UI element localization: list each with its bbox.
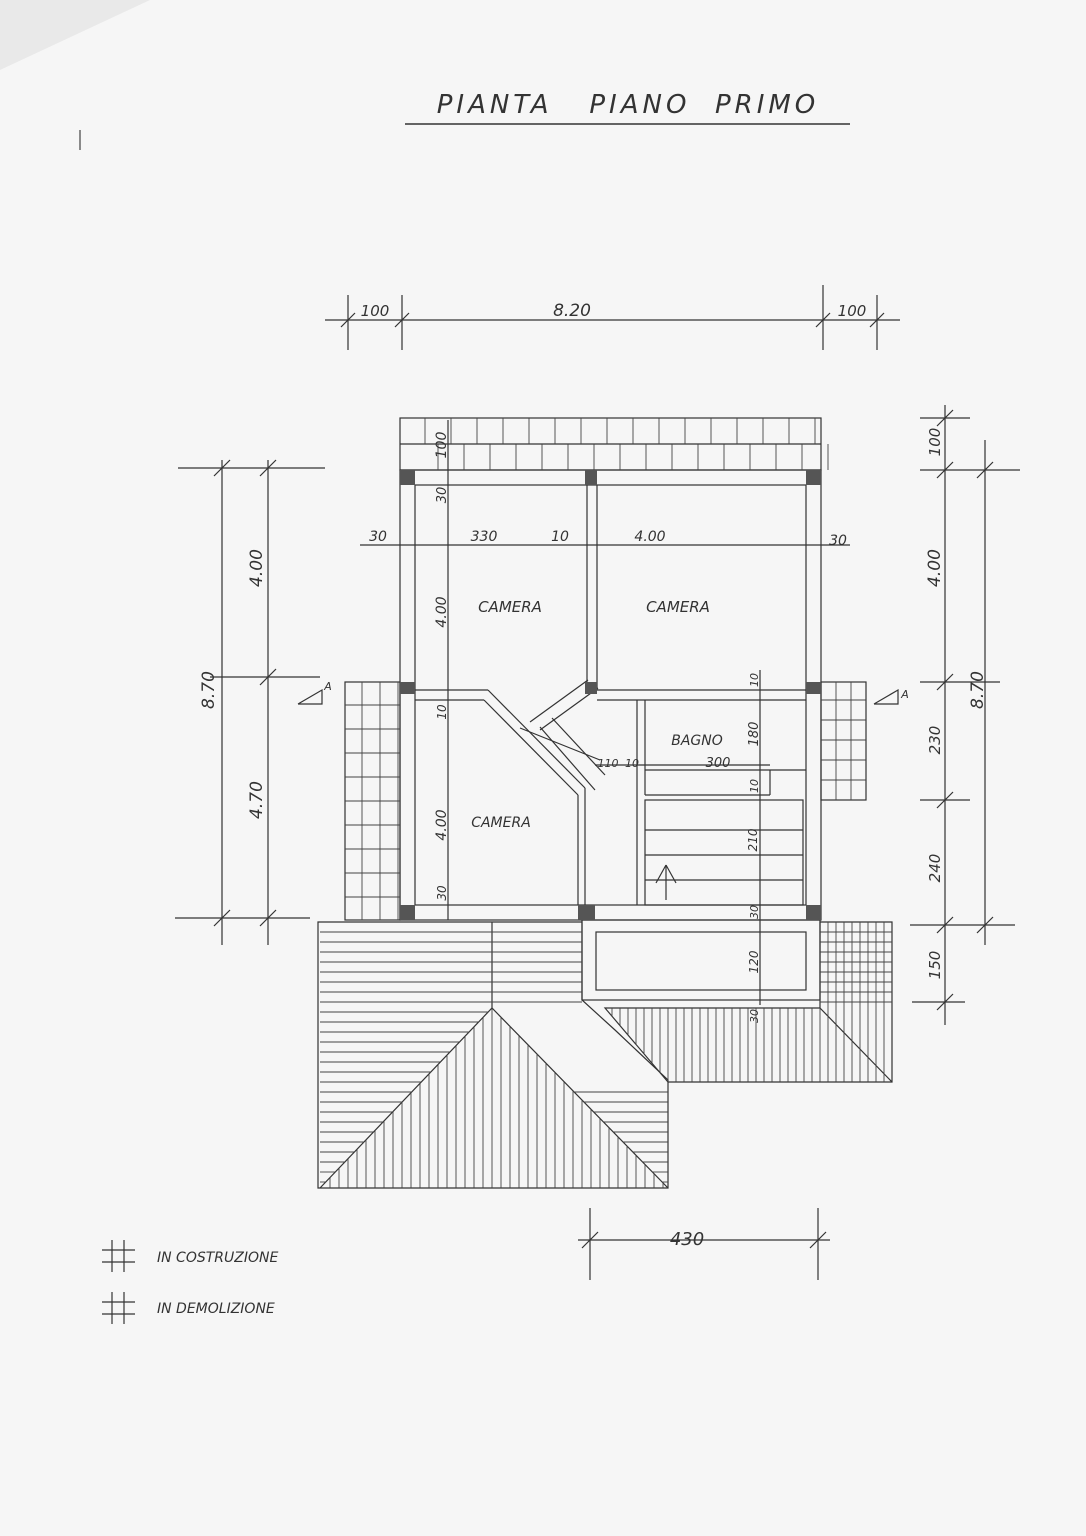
section-mark-left: A <box>323 680 332 693</box>
legend-symbol-construction <box>102 1240 135 1272</box>
inner-dimension-lines <box>360 420 850 1280</box>
dim-right-upper: 4.00 <box>925 549 945 587</box>
drawing-title: PIANTA PIANO PRIMO <box>437 90 820 120</box>
section-mark-right: A <box>900 688 909 701</box>
dim-bagno-10-right: 10 <box>748 779 761 793</box>
dim-inner-30-left: 30 <box>369 529 387 545</box>
dim-right-overhang: 100 <box>926 428 944 457</box>
lower-landing <box>581 919 821 1001</box>
dim-top-left-overhang: 100 <box>361 302 390 320</box>
dim-left-total: 8.70 <box>199 671 219 709</box>
exterior-walls <box>399 469 822 921</box>
dim-bagno-300: 300 <box>706 756 731 771</box>
dim-bagno-10-top: 10 <box>748 673 761 687</box>
legend-label-demolition: IN DEMOLIZIONE <box>157 1301 275 1317</box>
dim-right-total: 8.70 <box>968 671 988 709</box>
dim-stair-30: 30 <box>748 905 761 919</box>
dim-inner-30-right: 30 <box>829 533 847 549</box>
dim-top-total: 8.20 <box>553 301 591 321</box>
dim-vert-10-mid: 10 <box>435 704 449 720</box>
dim-vert-30-top: 30 <box>435 487 450 504</box>
column-fills <box>400 470 821 920</box>
dim-stair-30-bottom: 30 <box>748 1009 761 1023</box>
legend-symbol-demolition <box>102 1292 135 1324</box>
hatching-layer <box>320 418 892 1188</box>
dim-bagno-110: 110 <box>598 757 619 770</box>
dim-stair-120: 120 <box>747 950 761 973</box>
dim-left-lower: 4.70 <box>247 781 267 819</box>
legend-label-construction: IN COSTRUZIONE <box>157 1250 278 1266</box>
right-dimension-lines <box>910 405 1020 1025</box>
dim-right-230: 230 <box>926 726 944 755</box>
left-dimension-lines <box>175 459 325 945</box>
dim-vert-30-bottom: 30 <box>435 885 449 901</box>
dim-vert-100-top: 100 <box>434 432 450 459</box>
room-camera-top-right: CAMERA <box>646 598 710 616</box>
dim-inner-330: 330 <box>471 529 498 545</box>
right-balcony-tiles <box>820 681 867 801</box>
dim-bagno-10-left: 10 <box>625 757 639 770</box>
room-camera-bottom: CAMERA <box>471 815 531 831</box>
top-balcony-tiles <box>399 417 822 471</box>
room-camera-top-left: CAMERA <box>478 598 542 616</box>
dim-top-right-overhang: 100 <box>838 302 867 320</box>
scan-corner-shadow <box>0 0 150 70</box>
dim-inner-10: 10 <box>551 529 569 545</box>
dim-stair-210: 210 <box>746 828 760 851</box>
dim-right-150: 150 <box>926 951 944 980</box>
dim-vert-400-upper: 4.00 <box>434 596 450 627</box>
dim-right-240: 240 <box>926 854 944 883</box>
dim-inner-400: 4.00 <box>634 529 665 545</box>
dim-bagno-180: 180 <box>747 722 762 747</box>
room-bagno: BAGNO <box>671 733 723 749</box>
interior-walls <box>415 679 806 905</box>
dim-left-upper: 4.00 <box>247 549 267 587</box>
top-dimension-line <box>325 285 900 350</box>
dim-vert-400-lower: 4.00 <box>434 809 450 840</box>
section-cut-marks <box>297 688 899 705</box>
staircase <box>644 799 804 906</box>
dim-bottom-430: 430 <box>670 1229 704 1250</box>
